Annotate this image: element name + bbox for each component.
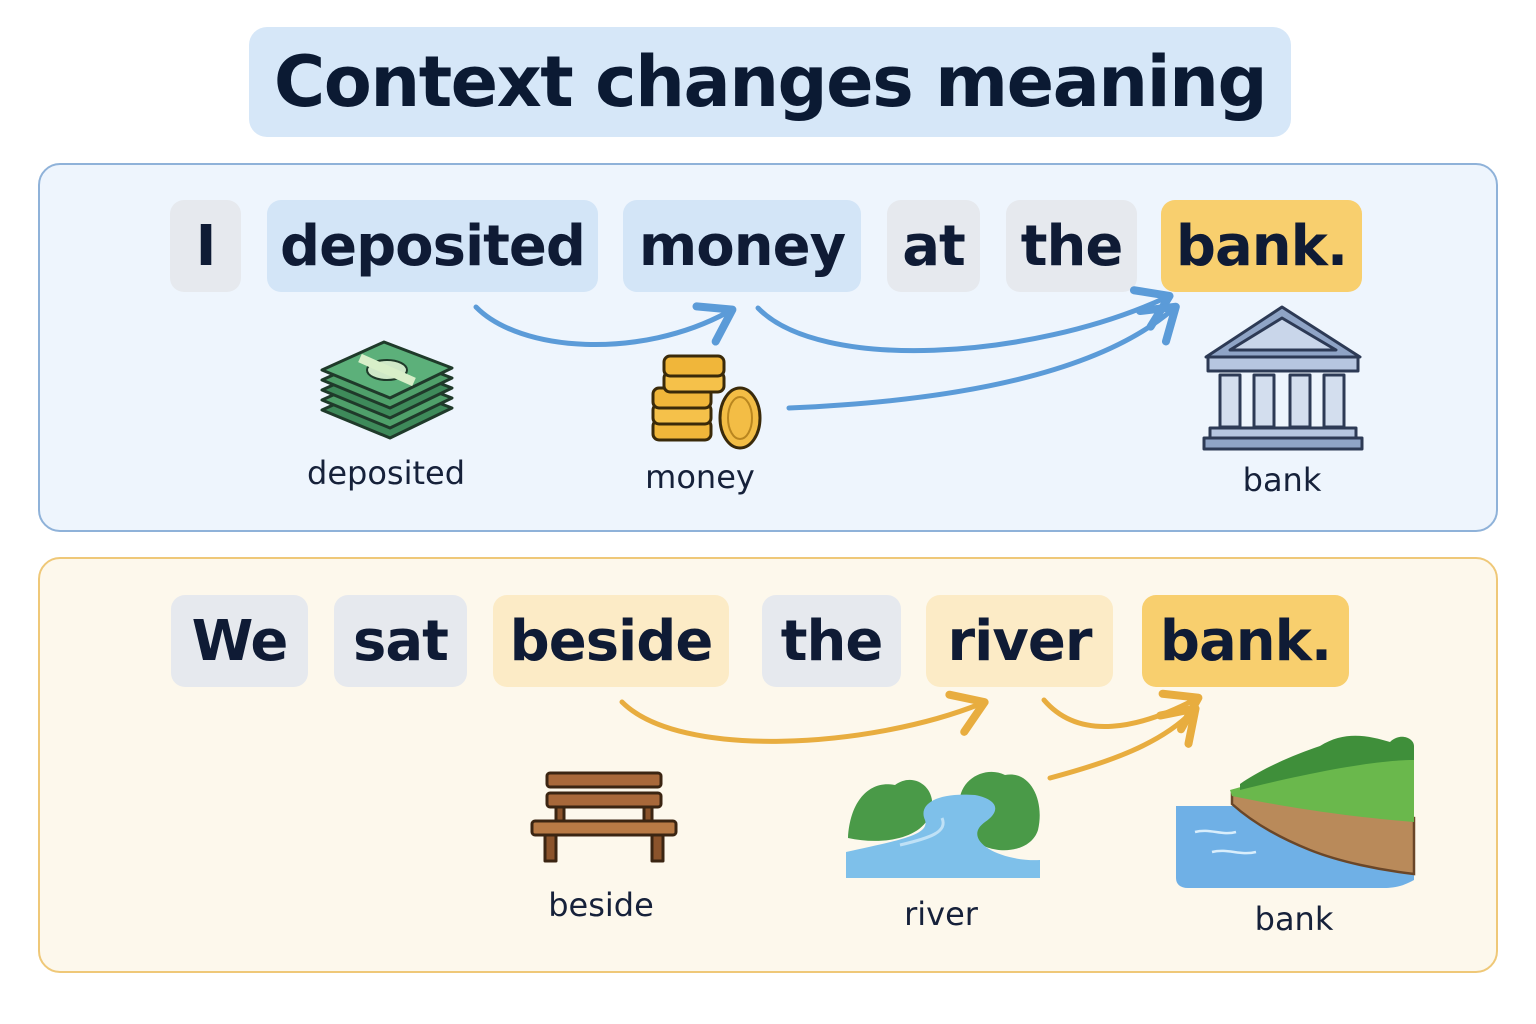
- token-bank-financial: bank.: [1161, 200, 1362, 292]
- label-river: river: [904, 895, 978, 933]
- token-bank-river: bank.: [1142, 595, 1349, 687]
- token-sat: sat: [334, 595, 467, 687]
- token-i: I: [170, 200, 241, 292]
- bench-icon: [530, 771, 678, 863]
- label-deposited: deposited: [307, 454, 465, 492]
- arrows-money: [473, 286, 1180, 411]
- coin-stack-icon: [651, 354, 762, 450]
- token-river: river: [926, 595, 1113, 687]
- title-banner: Context changes meaning: [249, 27, 1291, 137]
- token-at: at: [887, 200, 980, 292]
- arrow-scene-to-bank: [1047, 704, 1200, 781]
- token-the: the: [1006, 200, 1137, 292]
- arrow-river-to-bank: [1041, 689, 1203, 734]
- arrow-deposited-to-money: [473, 302, 737, 348]
- label-beside: beside: [548, 886, 654, 924]
- arrow-beside-to-river: [619, 690, 989, 744]
- arrow-coins-to-bank: [786, 302, 1180, 411]
- bank-building-icon: [1202, 305, 1364, 451]
- token-deposited: deposited: [267, 200, 598, 292]
- arrows-river: [619, 689, 1203, 781]
- arrow-money-to-bank: [755, 286, 1174, 354]
- label-bank-river: bank: [1254, 900, 1334, 938]
- token-the-2: the: [762, 595, 901, 687]
- river-icon: [846, 771, 1040, 878]
- cash-stack-icon: [320, 340, 454, 440]
- label-money: money: [645, 458, 755, 496]
- label-bank-financial: bank: [1242, 461, 1322, 499]
- token-money: money: [623, 200, 861, 292]
- riverbank-icon: [1176, 735, 1416, 888]
- page-title: Context changes meaning: [273, 41, 1268, 123]
- token-beside: beside: [493, 595, 729, 687]
- token-we: We: [171, 595, 308, 687]
